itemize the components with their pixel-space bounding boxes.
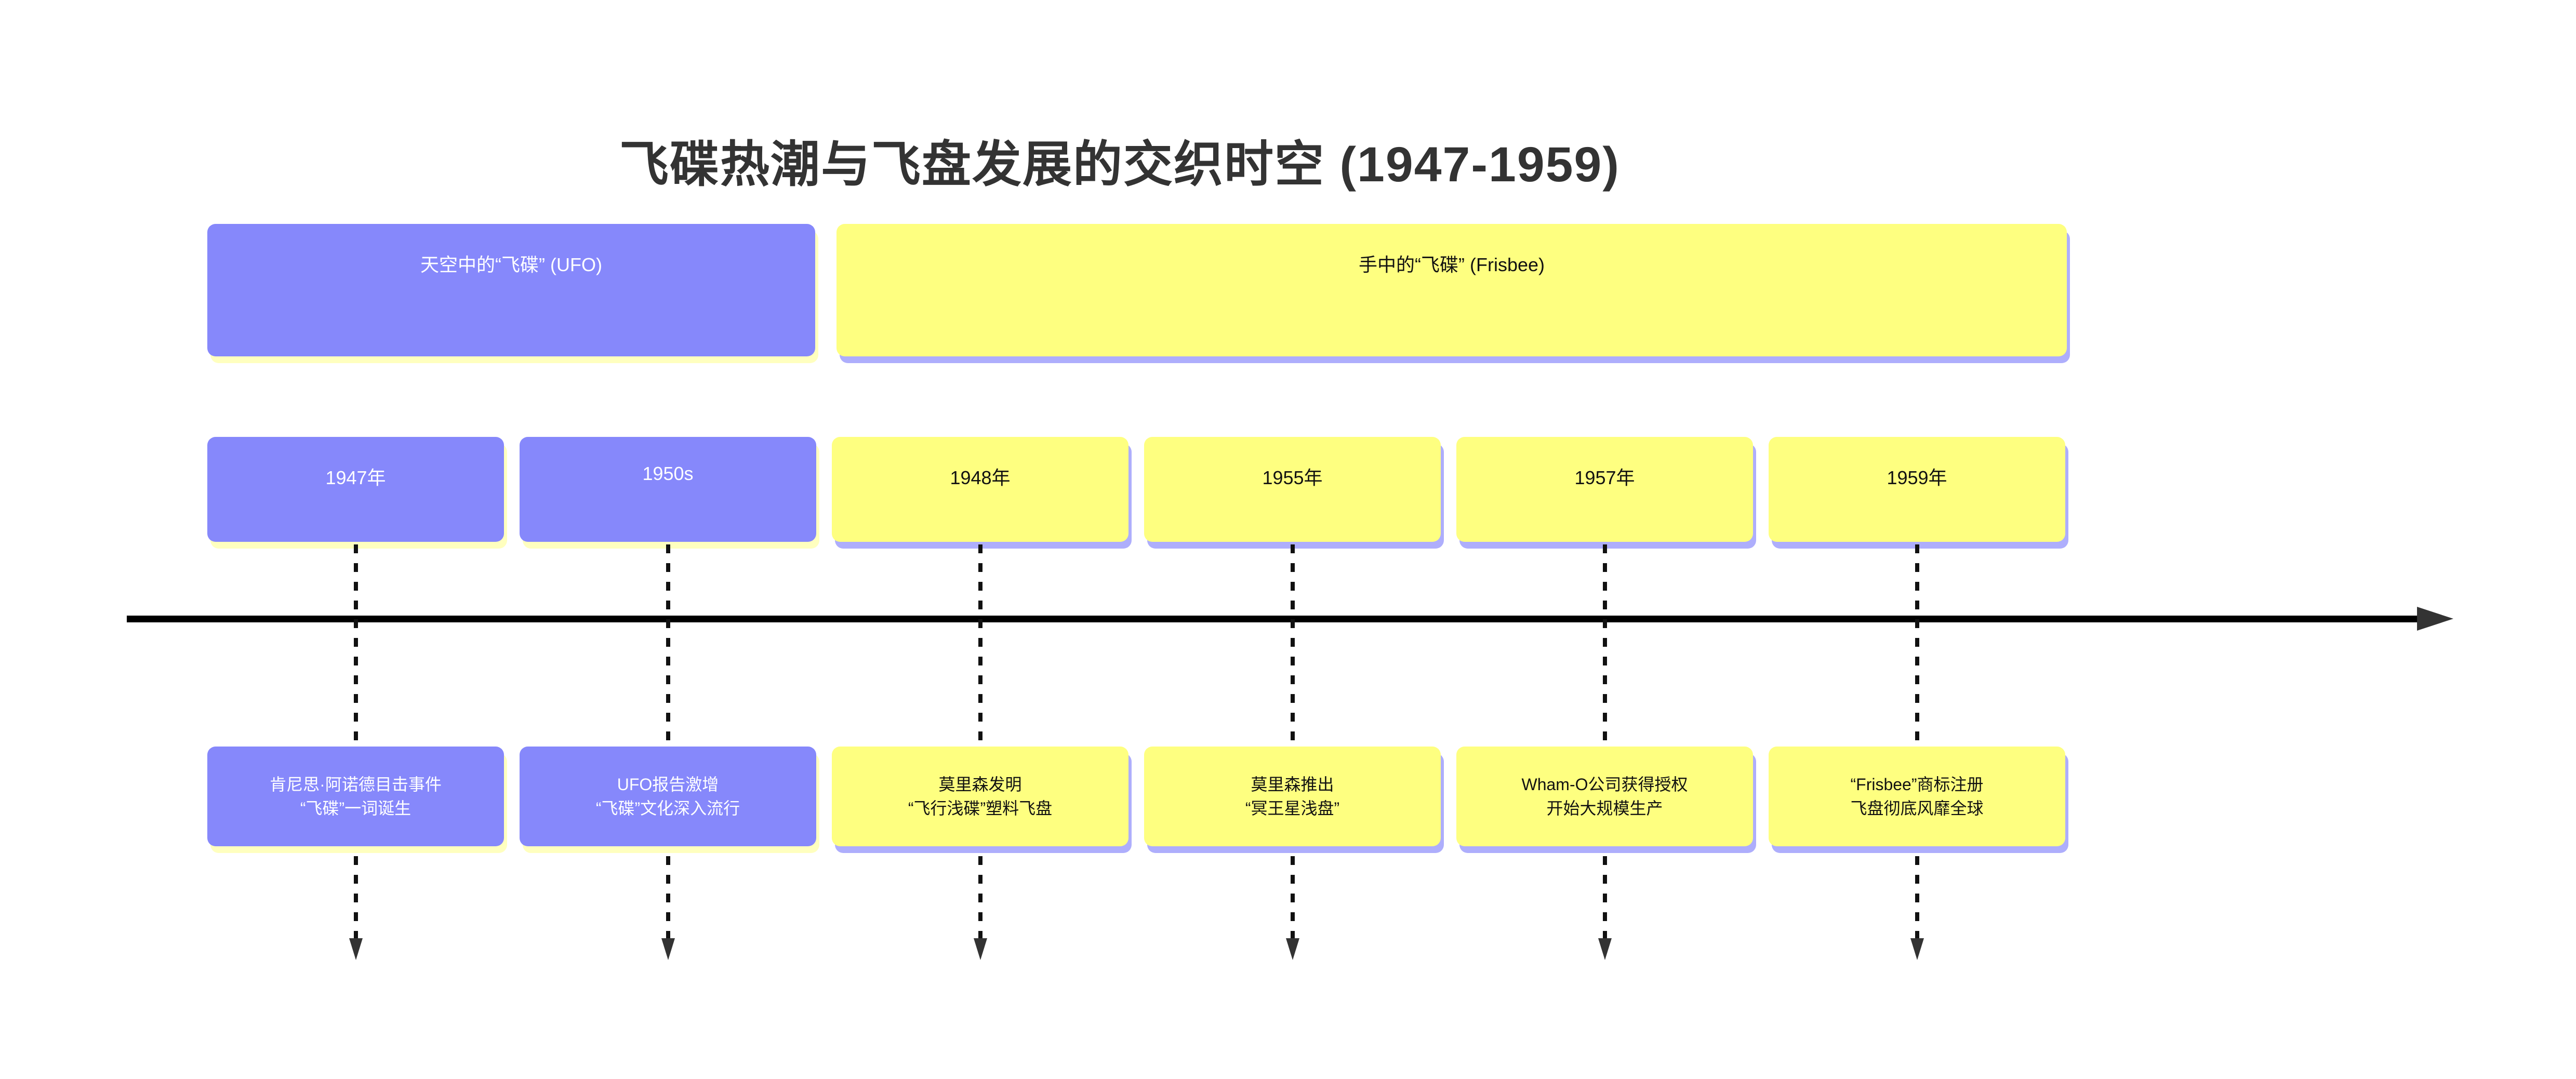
timeline-event-column-1959: 1959年 “Frisbee”商标注册 飞盘彻底风靡全球 (1769, 0, 2068, 1079)
timeline-event-column-1955: 1955年 莫里森推出 “冥王星浅盘” (1144, 0, 1444, 1079)
dashed-connector (978, 856, 982, 938)
year-box: 1959年 (1769, 437, 2068, 549)
event-line: “飞碟”文化深入流行 (595, 799, 740, 818)
dashed-connector (978, 544, 982, 747)
section-header-ufo: 天空中的“飞碟” (UFO) (207, 224, 818, 363)
event-line: “Frisbee”商标注册 (1850, 775, 1984, 794)
timeline-axis (127, 616, 2417, 622)
event-line: 肯尼思·阿诺德目击事件 (270, 775, 442, 794)
event-box: 肯尼思·阿诺德目击事件 “飞碟”一词诞生 (207, 747, 507, 853)
dashed-connector (1602, 856, 1607, 938)
page-title: 飞碟热潮与飞盘发展的交织时空 (1947-1959) (619, 137, 1620, 192)
event-line: UFO报告激增 (617, 775, 719, 794)
dashed-connector (666, 856, 670, 938)
year-label: 1948年 (950, 467, 1011, 488)
dashed-connector (1290, 856, 1295, 938)
down-arrowhead-icon (1910, 938, 1924, 960)
dashed-connector (1915, 544, 1919, 747)
event-line: 飞盘彻底风靡全球 (1850, 799, 1984, 818)
year-label: 1950s (642, 463, 694, 484)
year-box: 1947年 (207, 437, 507, 549)
down-arrowhead-icon (973, 938, 987, 960)
year-box: 1950s (520, 437, 819, 549)
down-arrowhead-icon (661, 938, 675, 960)
event-line: “冥王星浅盘” (1245, 799, 1340, 818)
down-arrowhead-icon (1598, 938, 1612, 960)
event-box: “Frisbee”商标注册 飞盘彻底风靡全球 (1769, 747, 2068, 853)
dashed-connector (353, 544, 358, 747)
dashed-connector (1602, 544, 1607, 747)
year-label: 1947年 (325, 467, 386, 488)
event-line: “飞碟”一词诞生 (300, 799, 411, 818)
year-box: 1948年 (832, 437, 1132, 549)
year-label: 1955年 (1262, 467, 1323, 488)
event-line: “飞行浅碟”塑料飞盘 (908, 799, 1053, 818)
section-header-ufo-label: 天空中的“飞碟” (UFO) (420, 254, 602, 275)
section-header-frisbee: 手中的“飞碟” (Frisbee) (836, 224, 2070, 363)
year-box: 1955年 (1144, 437, 1444, 549)
year-box: 1957年 (1456, 437, 1756, 549)
event-box: Wham-O公司获得授权 开始大规模生产 (1456, 747, 1756, 853)
down-arrowhead-icon (349, 938, 363, 960)
timeline-event-column-1947: 1947年 肯尼思·阿诺德目击事件 “飞碟”一词诞生 (207, 0, 507, 1079)
dashed-connector (666, 544, 670, 747)
event-line: 莫里森发明 (938, 775, 1022, 794)
event-line: 开始大规模生产 (1546, 799, 1663, 818)
timeline-event-column-1948: 1948年 莫里森发明 “飞行浅碟”塑料飞盘 (832, 0, 1132, 1079)
year-label: 1959年 (1887, 467, 1947, 488)
down-arrowhead-icon (1285, 938, 1299, 960)
dashed-connector (1290, 544, 1295, 747)
dashed-connector (353, 856, 358, 938)
timeline-event-column-1950s: 1950s UFO报告激增 “飞碟”文化深入流行 (520, 0, 819, 1079)
dashed-connector (1915, 856, 1919, 938)
event-box: 莫里森推出 “冥王星浅盘” (1144, 747, 1444, 853)
timeline-arrowhead-icon (2417, 607, 2453, 631)
event-box: UFO报告激增 “飞碟”文化深入流行 (520, 747, 819, 853)
timeline-event-column-1957: 1957年 Wham-O公司获得授权 开始大规模生产 (1456, 0, 1756, 1079)
event-line: Wham-O公司获得授权 (1521, 775, 1688, 794)
section-header-frisbee-label: 手中的“飞碟” (Frisbee) (1359, 254, 1545, 275)
event-line: 莫里森推出 (1251, 775, 1334, 794)
event-box: 莫里森发明 “飞行浅碟”塑料飞盘 (832, 747, 1132, 853)
year-label: 1957年 (1574, 467, 1635, 488)
